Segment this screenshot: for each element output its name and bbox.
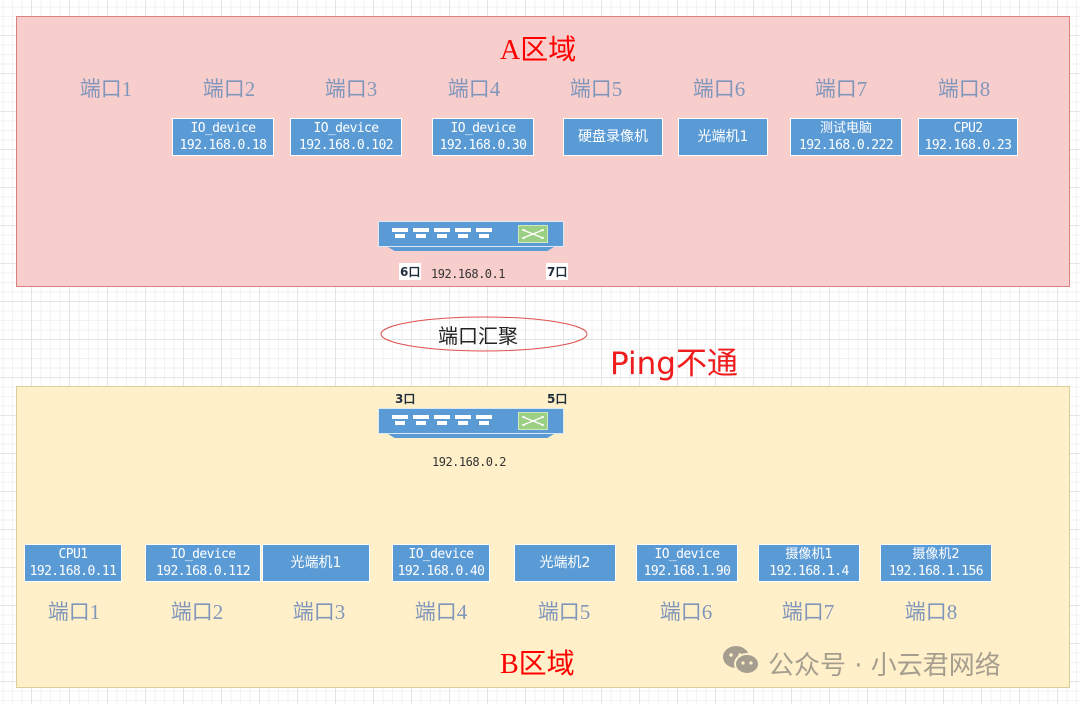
switch-b-uplink-port-3: 3口 (395, 392, 416, 406)
device-ip: 192.168.0.40 (397, 564, 485, 579)
zone-a-device-6[interactable]: 测试电脑 192.168.0.222 (790, 118, 902, 156)
zone-a-device-3[interactable]: IO_device 192.168.0.30 (432, 118, 534, 156)
zone-b-title: B区域 (500, 649, 575, 680)
device-name: IO_device (408, 547, 474, 562)
zone-b-port-label-1: 端口1 (47, 600, 101, 624)
switch-b-crossover-icon (518, 412, 548, 430)
zone-b-device-3[interactable]: 光端机1 (262, 544, 370, 582)
watermark: 公众号 · 小云君网络 (722, 644, 1001, 683)
zone-a-device-5[interactable]: 光端机1 (678, 118, 768, 156)
zone-b-port-label-8: 端口8 (904, 600, 958, 624)
device-name: IO_device (450, 121, 516, 136)
switch-b-ip: 192.168.0.2 (432, 455, 506, 469)
zone-a-port-label-1: 端口1 (79, 77, 133, 101)
device-ip: 192.168.0.18 (179, 138, 267, 153)
switch-a-base (388, 247, 554, 251)
device-name: 光端机2 (539, 554, 591, 571)
zone-a-title: A区域 (500, 35, 577, 66)
zone-a-port-label-4: 端口4 (447, 77, 501, 101)
zone-a-device-7[interactable]: CPU2 192.168.0.23 (918, 118, 1018, 156)
device-name: 摄像机1 (785, 547, 833, 562)
device-ip: 192.168.0.23 (924, 138, 1012, 153)
device-ip: 192.168.0.30 (439, 138, 527, 153)
zone-b-port-label-3: 端口3 (292, 600, 346, 624)
zone-b-device-2[interactable]: IO_device 192.168.0.112 (145, 544, 261, 582)
zone-a-device-2[interactable]: IO_device 192.168.0.102 (290, 118, 402, 156)
switch-a-uplink-port-6: 6口 (399, 263, 422, 280)
zone-b-port-label-2: 端口2 (170, 600, 224, 624)
ping-failed-label: Ping不通 (610, 346, 738, 382)
watermark-text: 公众号 · 小云君网络 (768, 651, 1001, 681)
device-name: IO_device (654, 547, 720, 562)
zone-a-port-label-2: 端口2 (202, 77, 256, 101)
device-name: 硬盘录像机 (578, 128, 648, 145)
device-name: 摄像机2 (912, 547, 960, 562)
device-name: IO_device (170, 547, 236, 562)
zone-b-device-5[interactable]: 光端机2 (514, 544, 616, 582)
device-name: CPU2 (953, 121, 984, 136)
zone-a-port-label-7: 端口7 (814, 77, 868, 101)
zone-b-device-6[interactable]: IO_device 192.168.1.90 (636, 544, 738, 582)
device-ip: 192.168.0.222 (799, 138, 894, 153)
device-name: 光端机1 (290, 554, 342, 571)
aggregation-ellipse (380, 316, 588, 352)
zone-b-device-8[interactable]: 摄像机2 192.168.1.156 (880, 544, 992, 582)
switch-a-uplink-port-7: 7口 (546, 263, 569, 280)
switch-b-uplink-port-5: 5口 (547, 392, 568, 406)
device-name: 测试电脑 (819, 121, 872, 136)
device-name: CPU1 (58, 547, 89, 562)
switch-a[interactable] (378, 221, 564, 251)
switch-b-base (388, 434, 554, 438)
switch-a-ip: 192.168.0.1 (431, 267, 505, 281)
device-name: IO_device (190, 121, 256, 136)
zone-b-device-1[interactable]: CPU1 192.168.0.11 (24, 544, 122, 582)
switch-a-port-icons (392, 228, 492, 238)
switch-b[interactable] (378, 408, 564, 438)
device-name: IO_device (313, 121, 379, 136)
device-ip: 192.168.1.156 (889, 564, 984, 579)
zone-b-device-7[interactable]: 摄像机1 192.168.1.4 (758, 544, 860, 582)
device-ip: 192.168.0.102 (299, 138, 394, 153)
switch-b-port-icons (392, 415, 492, 425)
zone-a-port-label-8: 端口8 (937, 77, 991, 101)
zone-b-device-4[interactable]: IO_device 192.168.0.40 (392, 544, 490, 582)
device-ip: 192.168.1.4 (769, 564, 849, 579)
zone-a-device-1[interactable]: IO_device 192.168.0.18 (172, 118, 274, 156)
zone-b-port-label-6: 端口6 (659, 600, 713, 624)
zone-a-port-label-3: 端口3 (324, 77, 378, 101)
zone-a-port-label-6: 端口6 (692, 77, 746, 101)
zone-a-port-label-5: 端口5 (569, 77, 623, 101)
device-ip: 192.168.0.112 (156, 564, 251, 579)
zone-a-device-4[interactable]: 硬盘录像机 (563, 118, 663, 156)
zone-b-port-label-7: 端口7 (781, 600, 835, 624)
device-ip: 192.168.1.90 (643, 564, 731, 579)
aggregation-label: 端口汇聚 (438, 324, 518, 348)
switch-a-crossover-icon (518, 225, 548, 243)
device-ip: 192.168.0.11 (29, 564, 117, 579)
wechat-icon (722, 644, 760, 683)
zone-b-port-label-4: 端口4 (414, 600, 468, 624)
zone-b-port-label-5: 端口5 (537, 600, 591, 624)
device-name: 光端机1 (697, 128, 749, 145)
